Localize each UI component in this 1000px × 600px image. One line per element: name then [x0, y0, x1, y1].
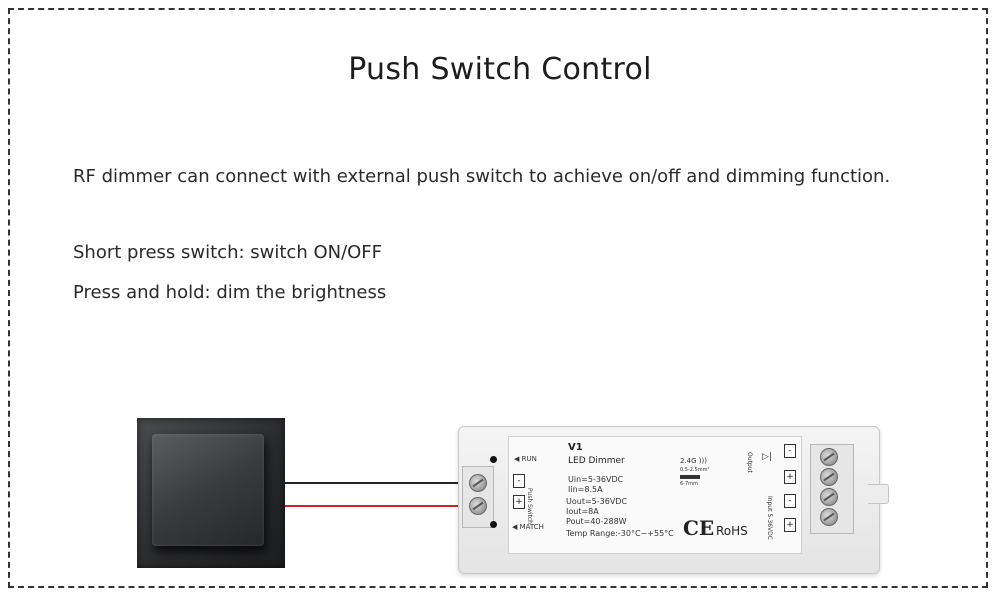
terminal-screw-icon: [469, 474, 487, 492]
plus-symbol-icon: +: [513, 495, 525, 509]
instruction-press-hold: Press and hold: dim the brightness: [73, 282, 387, 303]
match-label: ◀ MATCH: [512, 523, 544, 531]
rf-label: 2.4G ))): [680, 457, 707, 465]
input-minus-icon: -: [784, 494, 796, 508]
output-label: Output: [746, 452, 753, 473]
device-label: [508, 436, 802, 554]
output-power: Pout=40-288W: [566, 517, 627, 526]
led-output-icon: ▷|: [762, 452, 772, 462]
wire-strip-icon: [680, 475, 700, 479]
push-switch-button: [152, 434, 264, 546]
mounting-tab: [868, 484, 889, 504]
terminal-screw-icon: [820, 448, 838, 466]
terminal-screw-icon: [820, 468, 838, 486]
red-wire: [285, 505, 475, 507]
input-label: Input 5-36VDC: [766, 496, 773, 540]
run-label: ◀ RUN: [514, 455, 537, 463]
model-number: V1: [568, 442, 583, 453]
input-current: Iin=8.5A: [568, 485, 603, 494]
wire-size-label: 0.5-2.5mm²: [680, 467, 710, 473]
push-switch-label: Push Switch: [526, 488, 533, 524]
strip-length-label: 6-7mm: [680, 481, 698, 487]
terminal-screw-icon: [820, 508, 838, 526]
wifi-icon: ))): [698, 457, 707, 465]
input-plus-icon: +: [784, 518, 796, 532]
terminal-screw-icon: [820, 488, 838, 506]
page-title: Push Switch Control: [348, 52, 652, 87]
output-minus-icon: -: [784, 444, 796, 458]
temp-range: Temp Range:-30°C~+55°C: [566, 529, 674, 538]
match-led-icon: [490, 521, 497, 528]
description: RF dimmer can connect with external push…: [73, 166, 891, 187]
input-voltage: Uin=5-36VDC: [568, 475, 624, 484]
dashed-frame: [8, 8, 988, 588]
ce-mark: CE: [683, 516, 715, 540]
output-current: Iout=8A: [566, 507, 599, 516]
rohs-mark: RoHS: [716, 524, 748, 538]
black-wire: [285, 482, 475, 484]
output-plus-icon: +: [784, 470, 796, 484]
device-name: LED Dimmer: [568, 456, 625, 466]
instruction-short-press: Short press switch: switch ON/OFF: [73, 242, 383, 263]
output-voltage: Uout=5-36VDC: [566, 497, 628, 506]
terminal-screw-icon: [469, 497, 487, 515]
run-led-icon: [490, 456, 497, 463]
minus-symbol-icon: -: [513, 474, 525, 488]
